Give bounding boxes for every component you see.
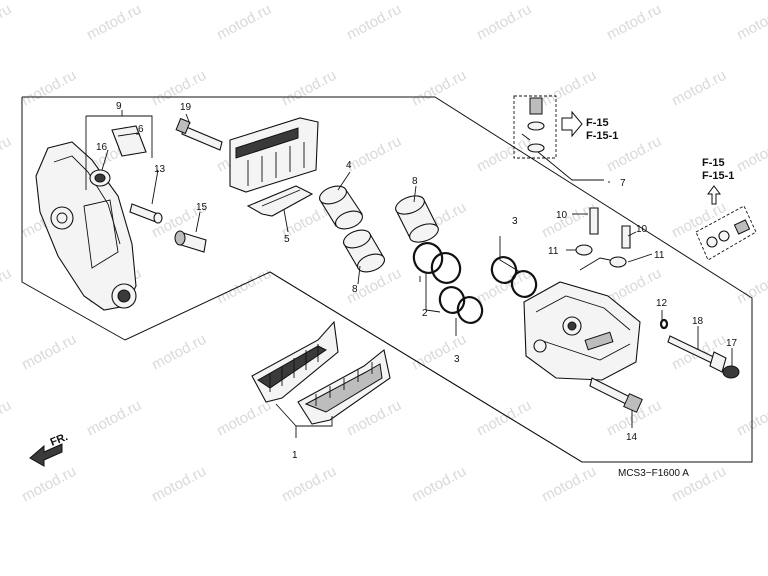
diagram-code: MCS3−F1600 A <box>618 468 689 479</box>
watermark-text: motod.ru <box>84 397 144 440</box>
callout-labels: 1 2 3 3 4 5 6 7 8 8 9 10 10 11 11 12 13 … <box>96 101 738 461</box>
assembly-frame <box>21 96 753 463</box>
piston-4 <box>319 185 363 230</box>
callout-15: 15 <box>196 202 208 213</box>
reference-top[interactable]: F-15 F-15-1 <box>561 110 618 142</box>
watermark-text: motod.ru <box>0 133 14 176</box>
watermark-text: motod.ru <box>344 1 404 44</box>
watermark-text: motod.ru <box>214 397 274 440</box>
watermark-text: motod.ru <box>19 331 79 374</box>
watermark-text: motod.ru <box>149 331 209 374</box>
watermark-text: motod.ru <box>0 1 14 44</box>
reference-right[interactable]: F-15 F-15-1 <box>702 157 734 205</box>
front-arrow: FR. <box>29 431 70 467</box>
pad-pin-18 <box>667 335 727 373</box>
watermark-text: motod.ru <box>214 1 274 44</box>
watermark-text: motod.ru <box>604 1 664 44</box>
callout-1: 1 <box>292 450 298 461</box>
callout-4: 4 <box>346 160 352 171</box>
callout-12: 12 <box>656 298 668 309</box>
front-label: FR. <box>49 431 70 449</box>
leader-lines <box>101 110 733 438</box>
bleeder-valves-10 <box>589 207 631 249</box>
watermark-text: motod.ru <box>0 265 14 308</box>
watermark-text: motod.ru <box>474 1 534 44</box>
watermark-text: motod.ru <box>734 133 768 176</box>
piston-8-lower <box>343 229 385 273</box>
watermark-text: motod.ru <box>409 463 469 506</box>
reference-right-1[interactable]: F-15 <box>702 157 725 169</box>
bolt-19 <box>175 117 223 151</box>
watermark-text: motod.ru <box>344 133 404 176</box>
bracket-group-9 <box>85 115 153 190</box>
watermark-text: motod.ru <box>19 67 79 110</box>
callout-3a: 3 <box>512 216 518 227</box>
callout-14: 14 <box>626 432 638 443</box>
watermark-text: motod.ru <box>734 1 768 44</box>
callout-18: 18 <box>692 316 704 327</box>
watermark-text: motod.ru <box>0 397 14 440</box>
pad-spring-5 <box>246 185 314 217</box>
caliper-bracket <box>35 141 137 311</box>
watermark-text: motod.ru <box>19 463 79 506</box>
retainer-spring-6 <box>111 125 147 157</box>
callout-8b: 8 <box>352 284 358 295</box>
callout-3b: 3 <box>454 354 460 365</box>
callout-7: 7 <box>620 178 626 189</box>
watermark-text: motod.ru <box>149 463 209 506</box>
watermark-text: motod.ru <box>279 67 339 110</box>
watermark-text: motod.ru <box>409 67 469 110</box>
reference-top-1[interactable]: F-15 <box>586 117 609 129</box>
callout-10b: 10 <box>636 224 648 235</box>
callout-11a: 11 <box>548 246 559 257</box>
watermark-text: motod.ru <box>279 463 339 506</box>
watermark-text: motod.ru <box>409 331 469 374</box>
caliper-body <box>523 281 641 381</box>
bleeder-caps-11 <box>575 244 627 268</box>
bolt-15 <box>174 230 207 253</box>
callout-8a: 8 <box>412 176 418 187</box>
callout-5: 5 <box>284 234 290 245</box>
reference-right-2[interactable]: F-15-1 <box>702 170 734 182</box>
pin-13 <box>129 203 163 224</box>
callout-19: 19 <box>180 102 192 113</box>
callout-2: 2 <box>422 308 428 319</box>
watermark-text: motod.ru <box>84 1 144 44</box>
banjo-bolt-right <box>695 205 757 261</box>
callout-9: 9 <box>116 101 122 112</box>
brake-pads-1 <box>251 320 391 425</box>
watermark-text: motod.ru <box>539 463 599 506</box>
callout-17: 17 <box>726 338 738 349</box>
banjo-bolt-upper <box>513 95 557 159</box>
watermark-text: motod.ru <box>734 397 768 440</box>
watermark-text: motod.ru <box>214 265 274 308</box>
callout-6: 6 <box>138 124 144 135</box>
piston-8-upper <box>395 195 439 243</box>
pin-boot-16 <box>89 169 111 187</box>
mounting-bolt-14 <box>589 377 643 413</box>
watermark-text: motod.ru <box>669 67 729 110</box>
callout-16: 16 <box>96 142 108 153</box>
o-ring-12 <box>659 318 669 330</box>
callout-11b: 11 <box>654 250 665 261</box>
pad-shim-upper <box>229 117 319 193</box>
watermark-text: motod.ru <box>539 67 599 110</box>
watermark-text: motod.ru <box>734 265 768 308</box>
piston-seals-2 <box>412 242 484 324</box>
callout-10a: 10 <box>556 210 568 221</box>
callout-13: 13 <box>154 164 166 175</box>
watermark-text: motod.ru <box>474 397 534 440</box>
reference-top-2[interactable]: F-15-1 <box>586 130 618 142</box>
pin-plug-17 <box>722 365 740 379</box>
